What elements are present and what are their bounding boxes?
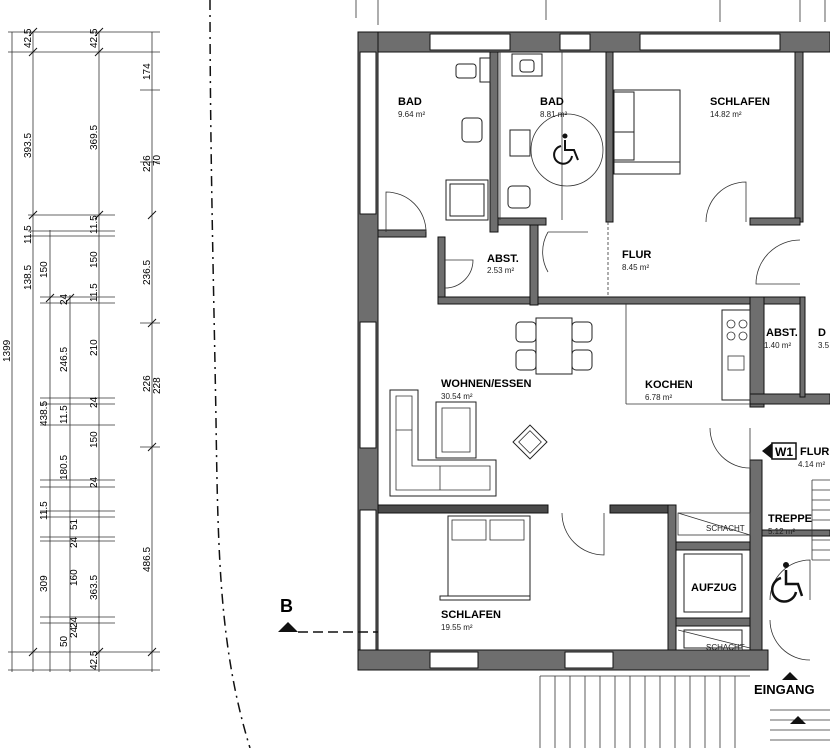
room-area: 8.81 m²	[540, 110, 567, 119]
w1-label: W1	[775, 445, 793, 459]
schacht-label: SCHACHT	[706, 643, 745, 652]
dim-label: 210	[89, 339, 100, 356]
wheelchair-icon	[771, 562, 804, 603]
w1-marker: W1	[762, 442, 797, 460]
room-area: 4.14 m²	[798, 460, 825, 469]
dim-label: 363.5	[89, 575, 100, 600]
dim-label: 393.5	[23, 133, 34, 158]
room-area: 14.82 m²	[710, 110, 742, 119]
room-name: ABST.	[487, 253, 519, 265]
dim-label: 1399	[2, 339, 13, 362]
dim-label: 228	[152, 377, 163, 394]
dim-label: 42.5	[89, 650, 100, 670]
dim-label: 246.5	[59, 347, 70, 372]
bed-furniture	[607, 89, 681, 297]
dim-label: 150	[89, 251, 100, 268]
room-area: 8.45 m²	[622, 263, 649, 272]
dim-label: 11.5	[23, 225, 34, 244]
schacht-label: SCHACHT	[706, 524, 745, 533]
outer-walls	[357, 31, 830, 671]
room-area: 30.54 m²	[441, 392, 473, 401]
room-name: FLUR	[800, 446, 829, 458]
room-area: 2.53 m²	[487, 266, 514, 275]
dim-label: 226	[142, 155, 153, 172]
dim-label: 70	[152, 154, 163, 166]
dim-label: 11.5	[39, 501, 50, 520]
dim-label: 438.5	[39, 401, 50, 426]
dim-label: 180.5	[59, 455, 70, 480]
dim-label: 226	[142, 375, 153, 392]
section-marker: B	[278, 596, 378, 633]
room-name: FLUR	[622, 249, 651, 261]
dim-label: 174	[142, 63, 153, 80]
dim-label: 11.5	[59, 405, 70, 424]
room-name: BAD	[540, 96, 564, 108]
dim-label: 138.5	[23, 265, 34, 290]
site-lines	[209, 0, 826, 748]
room-area: 9.64 m²	[398, 110, 425, 119]
room-area: 6.78 m²	[645, 393, 672, 402]
room-name: WOHNEN/ESSEN	[441, 378, 532, 390]
dim-label: 24	[89, 476, 100, 488]
dining-furniture	[389, 317, 593, 497]
aufzug-label: AUFZUG	[691, 582, 737, 594]
dim-label: 11.5	[89, 283, 100, 302]
room-area: 3.5	[818, 341, 830, 350]
room-name: KOCHEN	[645, 379, 693, 391]
room-name: BAD	[398, 96, 422, 108]
eingang-label: EINGANG	[754, 682, 815, 697]
kitchen-furniture	[625, 304, 751, 405]
room-area: 5.12 m²	[768, 527, 795, 536]
dim-label: 24	[89, 396, 100, 408]
bed-furniture	[439, 515, 531, 601]
room-area: 19.55 m²	[441, 623, 473, 632]
dim-label: 160	[69, 569, 80, 586]
bathroom-fixtures	[445, 52, 604, 221]
interior-walls	[377, 51, 830, 651]
dim-label: 369.5	[89, 125, 100, 150]
dimension-chains: 42.5 393.5 11.5 138.5 150 24 246.5 438.5…	[2, 27, 163, 672]
room-name: ABST.	[766, 327, 798, 339]
dim-label: 150	[89, 431, 100, 448]
room-labels: BAD 9.64 m² BAD 8.81 m² SCHLAFEN 14.82 m…	[398, 96, 830, 697]
wheelchair-icon	[553, 133, 579, 165]
dim-label: 24	[69, 536, 80, 548]
room-name: TREPPE	[768, 513, 812, 525]
dim-label: 42.5	[23, 28, 34, 48]
entrance-steps	[539, 672, 830, 748]
doors	[385, 181, 811, 661]
dim-label: 24	[69, 616, 80, 628]
dim-label: 42.5	[89, 28, 100, 48]
room-name: D	[818, 327, 826, 339]
room-name: SCHLAFEN	[710, 96, 770, 108]
core-area	[677, 479, 830, 649]
dim-label: 24	[59, 293, 70, 305]
room-area: 1.40 m²	[764, 341, 791, 350]
dim-label: 50	[59, 635, 70, 647]
section-label: B	[280, 596, 293, 616]
dim-label: 24	[69, 626, 80, 638]
dim-label: 309	[39, 575, 50, 592]
dim-label: 11.5	[89, 215, 100, 234]
dim-label: 486.5	[142, 547, 153, 572]
room-name: SCHLAFEN	[441, 609, 501, 621]
dim-label: 236.5	[142, 260, 153, 285]
dim-label: 51	[69, 518, 80, 530]
dim-label: 150	[39, 261, 50, 278]
